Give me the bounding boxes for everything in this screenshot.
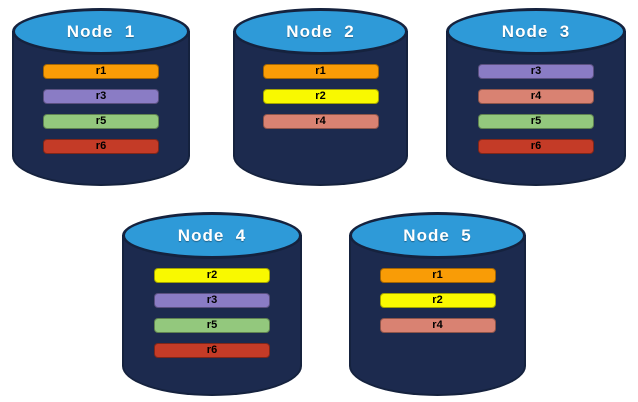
- cylinder-top: Node 4: [122, 212, 302, 259]
- node-title: Node 1: [66, 21, 136, 41]
- node-cylinder-4: Node 4 r2 r3 r5 r6: [122, 212, 302, 396]
- replica-list: r1 r3 r5 r6: [12, 64, 190, 164]
- replica-list: r2 r3 r5 r6: [122, 268, 302, 368]
- node-cylinder-1: Node 1 r1 r3 r5 r6: [12, 8, 190, 186]
- replica-bar-r3: r3: [478, 64, 594, 79]
- cylinder-top: Node 1: [12, 8, 190, 55]
- replica-bar-r4: r4: [379, 318, 496, 333]
- replica-bar-r5: r5: [478, 114, 594, 129]
- replica-bar-r2: r2: [262, 89, 379, 104]
- replica-bar-r2: r2: [379, 293, 496, 308]
- cylinder-body: [122, 235, 302, 396]
- cylinder-top: Node 2: [233, 8, 408, 55]
- cylinder-body: [446, 31, 626, 186]
- cylinder-top: Node 5: [349, 212, 526, 259]
- cylinder-top: Node 3: [446, 8, 626, 55]
- replica-bar-r6: r6: [43, 139, 159, 154]
- replica-bar-r4: r4: [262, 114, 379, 129]
- replica-bar-r1: r1: [262, 64, 379, 79]
- replica-bar-r3: r3: [43, 89, 159, 104]
- replica-bar-r1: r1: [43, 64, 159, 79]
- replica-list: r1 r2 r4: [349, 268, 526, 343]
- node-cylinder-5: Node 5 r1 r2 r4: [349, 212, 526, 396]
- node-cylinder-3: Node 3 r3 r4 r5 r6: [446, 8, 626, 186]
- replica-bar-r5: r5: [154, 318, 270, 333]
- replica-bar-r6: r6: [154, 343, 270, 358]
- replica-list: r3 r4 r5 r6: [446, 64, 626, 164]
- replica-bar-r4: r4: [478, 89, 594, 104]
- cylinder-body: [12, 31, 190, 186]
- cylinder-body: [349, 235, 526, 396]
- node-cylinder-2: Node 2 r1 r2 r4: [233, 8, 408, 186]
- replica-list: r1 r2 r4: [233, 64, 408, 139]
- replica-bar-r1: r1: [379, 268, 496, 283]
- replica-bar-r2: r2: [154, 268, 270, 283]
- node-title: Node 4: [177, 225, 247, 245]
- node-title: Node 5: [403, 225, 472, 245]
- replica-bar-r3: r3: [154, 293, 270, 308]
- node-title: Node 2: [286, 21, 355, 41]
- cylinder-body: [233, 31, 408, 186]
- replica-bar-r5: r5: [43, 114, 159, 129]
- node-title: Node 3: [501, 21, 571, 41]
- replica-bar-r6: r6: [478, 139, 594, 154]
